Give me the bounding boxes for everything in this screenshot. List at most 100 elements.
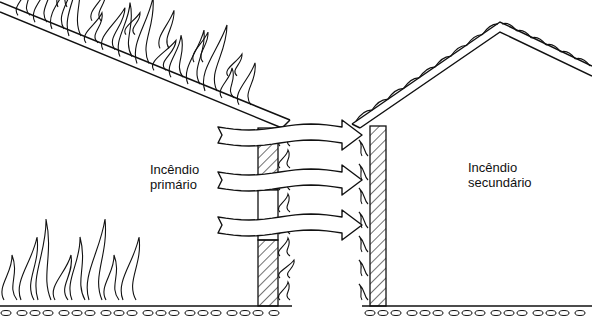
flame [278,194,290,212]
roof-tile [502,23,517,31]
flame [104,255,119,300]
node-label: Incêndio secundário [468,160,548,190]
roof-tile [356,110,372,121]
stone [559,311,569,316]
roof [352,22,592,128]
flame [2,255,17,300]
flame [101,8,125,50]
roof-tile [435,56,451,67]
stone [227,311,237,316]
stone [240,311,250,316]
house-region: Incêndio primário [120,120,216,300]
stone [169,311,179,316]
flame [19,237,37,300]
roof-tile [451,46,467,57]
stone [575,311,585,316]
stone [517,311,527,316]
flame [359,188,368,204]
roof-tile [372,99,388,110]
heat-arrow [218,120,362,150]
flame [278,238,290,256]
flame [186,30,204,84]
flame [16,0,30,15]
flame [121,237,139,300]
stone [59,311,69,316]
flame [359,164,368,180]
flame [91,0,106,21]
roof-tile [388,89,404,100]
flame [203,25,227,91]
stone [533,311,543,316]
stone [546,311,556,316]
stone [85,311,95,316]
flame [278,282,290,300]
roof-tiles [356,23,590,121]
flame [67,0,81,36]
flame [169,35,183,77]
flame [53,255,71,300]
stone [72,311,82,316]
stone [475,311,485,316]
stone [43,311,53,316]
wall [258,240,278,306]
roof-tile [517,30,532,38]
ground-line [0,305,292,307]
flame [159,10,174,48]
flame [359,236,368,252]
heat-arrow [218,210,362,240]
flame [193,32,208,62]
flame [125,13,140,35]
flame [70,237,85,300]
roof-tile [531,37,546,45]
roof-tile [419,67,435,78]
wall [370,126,386,306]
stone [378,311,388,316]
heat-arrow [218,165,362,195]
stone [491,311,501,316]
stone [17,311,27,316]
stone [198,311,208,316]
stone [365,311,375,316]
ground-line [362,305,592,307]
flame [33,0,51,22]
roof-tile [482,24,498,35]
stone [391,311,401,316]
stone [156,311,166,316]
flame [227,54,242,76]
stone [269,311,279,316]
stone [407,311,417,316]
stone [127,311,137,316]
stone [433,311,443,316]
stone [449,311,459,316]
stone [462,311,472,316]
stone [504,311,514,316]
ground [0,306,592,316]
flame [57,0,72,7]
stone [114,311,124,316]
house-region: Incêndio secundário [364,120,590,300]
stone [185,311,195,316]
stone [30,311,40,316]
stone [143,311,153,316]
flame [359,260,368,276]
flame [237,63,255,105]
flame [279,260,295,278]
flame [152,40,176,70]
stone [253,311,263,316]
stone [211,311,221,316]
flame [135,0,153,63]
stone [101,311,111,316]
flame [359,140,368,156]
roof-tile [466,35,482,46]
roof-tile [546,44,561,52]
flame [50,0,74,29]
stone [1,311,11,316]
flame [87,219,105,300]
stone [420,311,430,316]
roof-tile [575,58,590,66]
flame [359,284,368,300]
roof-tile [561,51,576,59]
roof-tile [403,78,419,89]
node-label: Incêndio primário [150,162,212,192]
